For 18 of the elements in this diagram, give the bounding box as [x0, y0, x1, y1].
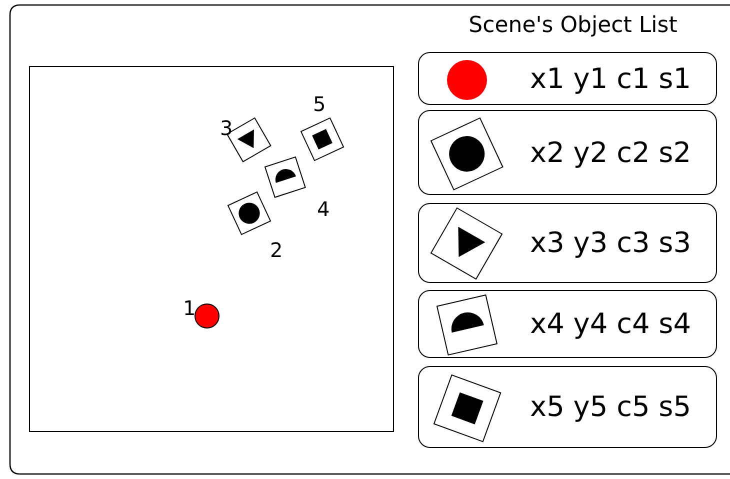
object-number: 1	[183, 297, 196, 319]
list-row	[418, 290, 717, 358]
object-number: 2	[270, 239, 283, 261]
object-entry-text: x3 y3 c3 s3	[530, 225, 692, 261]
list-row	[418, 110, 717, 195]
list-heading: Scene's Object List	[468, 13, 678, 38]
object-entry-text: x4 y4 c4 s4	[530, 306, 692, 342]
object-entry-text: x2 y2 c2 s2	[530, 135, 692, 171]
list-row	[418, 203, 717, 283]
object-entry-text: x5 y5 c5 s5	[530, 389, 692, 425]
object-number: 3	[220, 117, 233, 139]
object-entry-text: x1 y1 c1 s1	[530, 61, 692, 97]
scene-canvas	[29, 66, 394, 432]
list-row	[418, 366, 717, 448]
object-dot	[194, 303, 220, 329]
object-number: 4	[317, 198, 330, 220]
list-row	[418, 52, 717, 105]
object-number: 5	[313, 93, 326, 115]
